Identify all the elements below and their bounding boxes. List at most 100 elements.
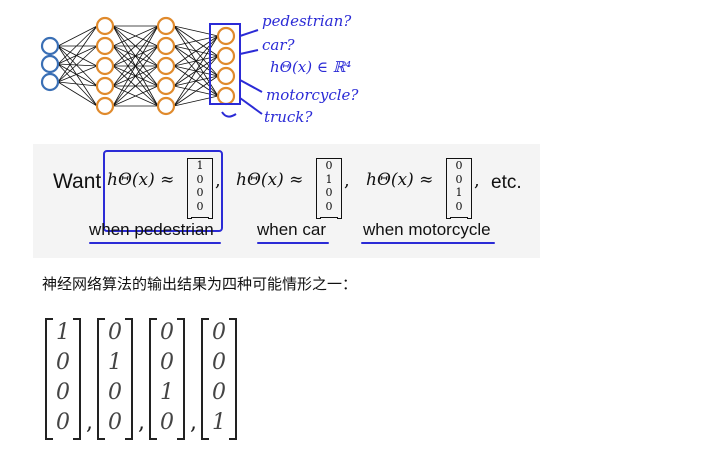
output-vector-3: 0 0 1 0 — [149, 318, 185, 440]
vec-element: 1 — [160, 380, 174, 405]
vec-element: 0 — [212, 350, 226, 375]
network-edge — [173, 25, 219, 37]
hidden2-node — [156, 16, 176, 36]
hidden1-node — [95, 96, 115, 116]
output-vector-4: 0 0 0 1 — [201, 318, 237, 440]
h-approx-2: hΘ(x) ≈ — [236, 170, 304, 190]
vec-element: 1 — [455, 186, 463, 199]
output-node — [216, 86, 236, 106]
underline-pedestrian — [89, 242, 221, 244]
hidden1-node — [95, 16, 115, 36]
arrow-motorcycle — [239, 79, 263, 93]
vec-element: 0 — [325, 159, 333, 172]
want-equation-band: Want hΘ(x) ≈ 1 0 0 0 , hΘ(x) ≈ 0 1 0 0 ,… — [33, 144, 540, 258]
network-edge — [57, 25, 98, 65]
output-curl-arrow — [221, 111, 237, 118]
when-pedestrian-label: when pedestrian — [89, 220, 214, 239]
vec-element: 0 — [325, 199, 333, 213]
network-edge — [112, 25, 159, 47]
output-node — [216, 26, 236, 46]
when-car-label: when car — [257, 220, 326, 239]
network-edge — [57, 45, 98, 107]
network-edge — [57, 25, 98, 47]
underline-car — [257, 242, 329, 244]
vec-element: 1 — [108, 350, 122, 375]
vector-pedestrian: 1 0 0 0 — [187, 157, 213, 219]
vec-element: 0 — [212, 320, 226, 345]
output-node — [216, 66, 236, 86]
hidden2-node — [156, 36, 176, 56]
label-h-formula: hΘ(x) ∈ ℝ⁴ — [270, 58, 351, 76]
pedestrian-highlight-box — [103, 150, 223, 232]
network-edge — [57, 81, 98, 87]
output-vector-2: 0 1 0 0 — [97, 318, 133, 440]
vector-motorcycle: 0 0 1 0 — [446, 157, 472, 219]
label-car: car? — [262, 36, 296, 54]
output-layer-box — [209, 23, 241, 105]
vec-element: 0 — [196, 172, 204, 186]
separator-3: , — [190, 410, 197, 435]
network-edge — [112, 65, 159, 107]
arrow-pedestrian — [239, 29, 259, 37]
network-edge — [112, 85, 159, 107]
etc-text: etc. — [491, 172, 522, 193]
vec-element: 0 — [56, 350, 70, 375]
vec-element: 1 — [212, 410, 226, 435]
separator-1: , — [86, 410, 93, 435]
chinese-caption: 神经网络算法的输出结果为四种可能情形之一： — [42, 275, 358, 293]
label-truck: truck? — [264, 108, 313, 126]
network-edge — [57, 63, 98, 87]
vec-element: 0 — [325, 186, 333, 199]
network-edge — [57, 45, 98, 83]
separator-2: , — [138, 410, 145, 435]
vec-element: 0 — [196, 186, 204, 199]
vector-car: 0 1 0 0 — [316, 157, 342, 219]
label-motorcycle: motorcycle? — [266, 86, 359, 104]
hidden1-node — [95, 56, 115, 76]
network-edge — [173, 35, 219, 87]
vec-element: 0 — [56, 380, 70, 405]
arrow-truck — [239, 97, 263, 115]
arrow-car — [239, 49, 259, 55]
vec-element: 0 — [160, 350, 174, 375]
vec-element: 1 — [325, 172, 333, 186]
output-vector-1: 1 0 0 0 — [45, 318, 81, 440]
vec-element: 0 — [108, 320, 122, 345]
hidden2-node — [156, 56, 176, 76]
hidden1-node — [95, 76, 115, 96]
output-node — [216, 46, 236, 66]
vec-element: 1 — [56, 320, 70, 345]
label-pedestrian: pedestrian? — [262, 12, 352, 30]
comma-3: , — [474, 170, 480, 191]
network-edge — [173, 35, 219, 107]
input-node — [40, 72, 60, 92]
vec-element: 0 — [212, 380, 226, 405]
vec-element: 0 — [455, 199, 463, 213]
h-approx-1: hΘ(x) ≈ — [107, 170, 175, 190]
vec-element: 0 — [196, 199, 204, 213]
network-edge — [57, 45, 98, 67]
hidden1-node — [95, 36, 115, 56]
network-edges — [57, 25, 219, 107]
network-edge — [112, 25, 159, 107]
vec-element: 0 — [160, 410, 174, 435]
comma-2: , — [344, 170, 350, 191]
hidden2-node — [156, 96, 176, 116]
vec-element: 0 — [455, 159, 463, 172]
vec-element: 0 — [56, 410, 70, 435]
input-node — [40, 54, 60, 74]
input-node — [40, 36, 60, 56]
want-word: Want — [53, 170, 102, 193]
hidden2-node — [156, 76, 176, 96]
network-edge — [173, 35, 219, 47]
underline-motorcycle — [361, 242, 495, 244]
network-edge — [57, 81, 98, 107]
comma-1: , — [215, 170, 221, 191]
network-edge — [57, 45, 98, 87]
neural-network-diagram: pedestrian? car? hΘ(x) ∈ ℝ⁴ motorcycle? … — [40, 12, 359, 126]
vec-element: 0 — [108, 380, 122, 405]
network-edge — [57, 63, 98, 107]
vec-element: 0 — [108, 410, 122, 435]
when-motorcycle-label: when motorcycle — [363, 220, 491, 239]
